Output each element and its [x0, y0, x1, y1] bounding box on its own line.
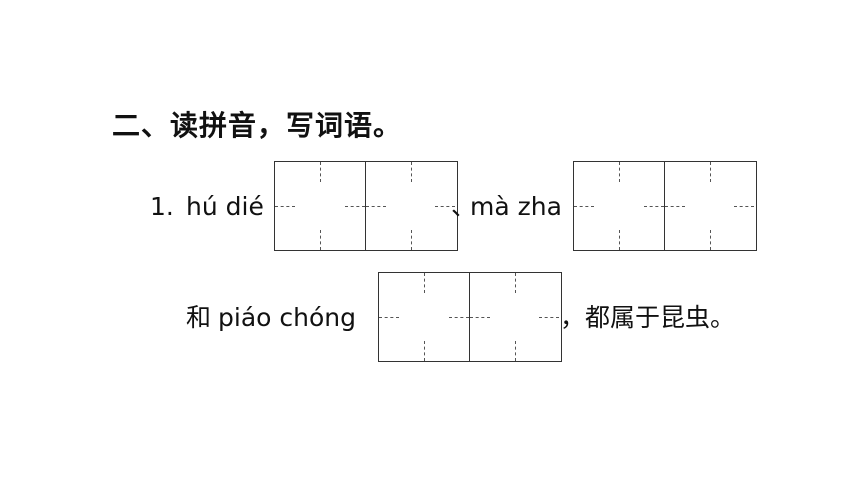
pinyin-piao-chong: piáo chóng	[218, 303, 356, 332]
answer-cell[interactable]	[574, 162, 664, 250]
answer-box-piao-chong[interactable]	[378, 272, 562, 362]
sentence-ending: ，都属于昆虫。	[560, 303, 736, 332]
section-title: 二、读拼音，写词语。	[112, 109, 403, 142]
answer-box-hu-die[interactable]	[274, 161, 458, 251]
answer-box-ma-zha[interactable]	[573, 161, 757, 251]
answer-cell[interactable]	[469, 273, 559, 361]
separator-comma: 、	[451, 192, 477, 221]
pinyin-hu-die: hú dié	[186, 192, 264, 221]
answer-cell[interactable]	[275, 162, 365, 250]
connector-he: 和	[186, 303, 212, 332]
question-number: 1.	[150, 192, 174, 221]
answer-cell[interactable]	[379, 273, 469, 361]
pinyin-ma-zha: mà zha	[470, 192, 562, 221]
answer-cell[interactable]	[365, 162, 455, 250]
answer-cell[interactable]	[664, 162, 754, 250]
